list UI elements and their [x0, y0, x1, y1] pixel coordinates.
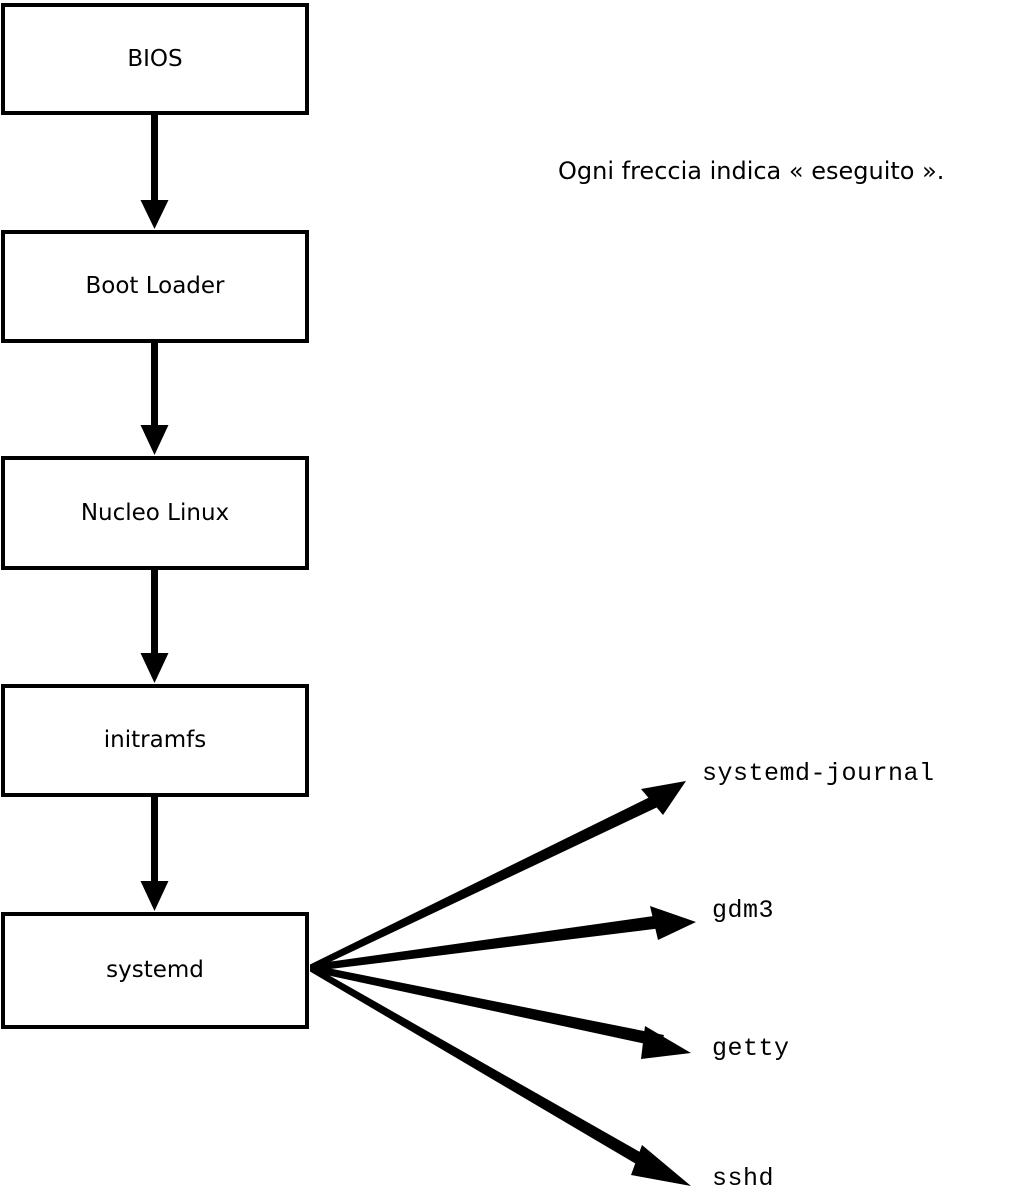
arrow-systemd-to-getty [310, 964, 691, 1059]
node-systemd-label: systemd [106, 957, 204, 983]
node-systemd[interactable]: systemd [1, 912, 309, 1029]
arrow-initramfs-to-systemd [140, 797, 169, 911]
arrow-bootloader-to-nucleo [140, 343, 169, 455]
arrow-bios-to-bootloader [140, 115, 169, 229]
diagram-caption: Ogni freccia indica « eseguito ». [558, 157, 945, 185]
node-boot-loader-label: Boot Loader [85, 273, 225, 299]
arrow-systemd-to-gdm3 [310, 906, 696, 972]
node-nucleo-linux[interactable]: Nucleo Linux [1, 456, 309, 570]
process-label-getty: getty [712, 1034, 790, 1063]
node-initramfs[interactable]: initramfs [1, 684, 309, 797]
process-label-gdm3: gdm3 [712, 896, 775, 925]
node-boot-loader[interactable]: Boot Loader [1, 230, 309, 343]
node-initramfs-label: initramfs [103, 727, 207, 753]
node-nucleo-linux-label: Nucleo Linux [80, 499, 230, 526]
node-bios[interactable]: BIOS [1, 3, 309, 115]
arrow-nucleo-to-initramfs [140, 570, 169, 683]
process-label-sshd: sshd [712, 1164, 775, 1193]
node-bios-label: BIOS [127, 45, 183, 72]
arrow-systemd-to-systemd-journal [310, 781, 686, 972]
process-label-systemd-journal: systemd-journal [702, 759, 935, 788]
arrow-systemd-to-sshd [310, 964, 691, 1186]
